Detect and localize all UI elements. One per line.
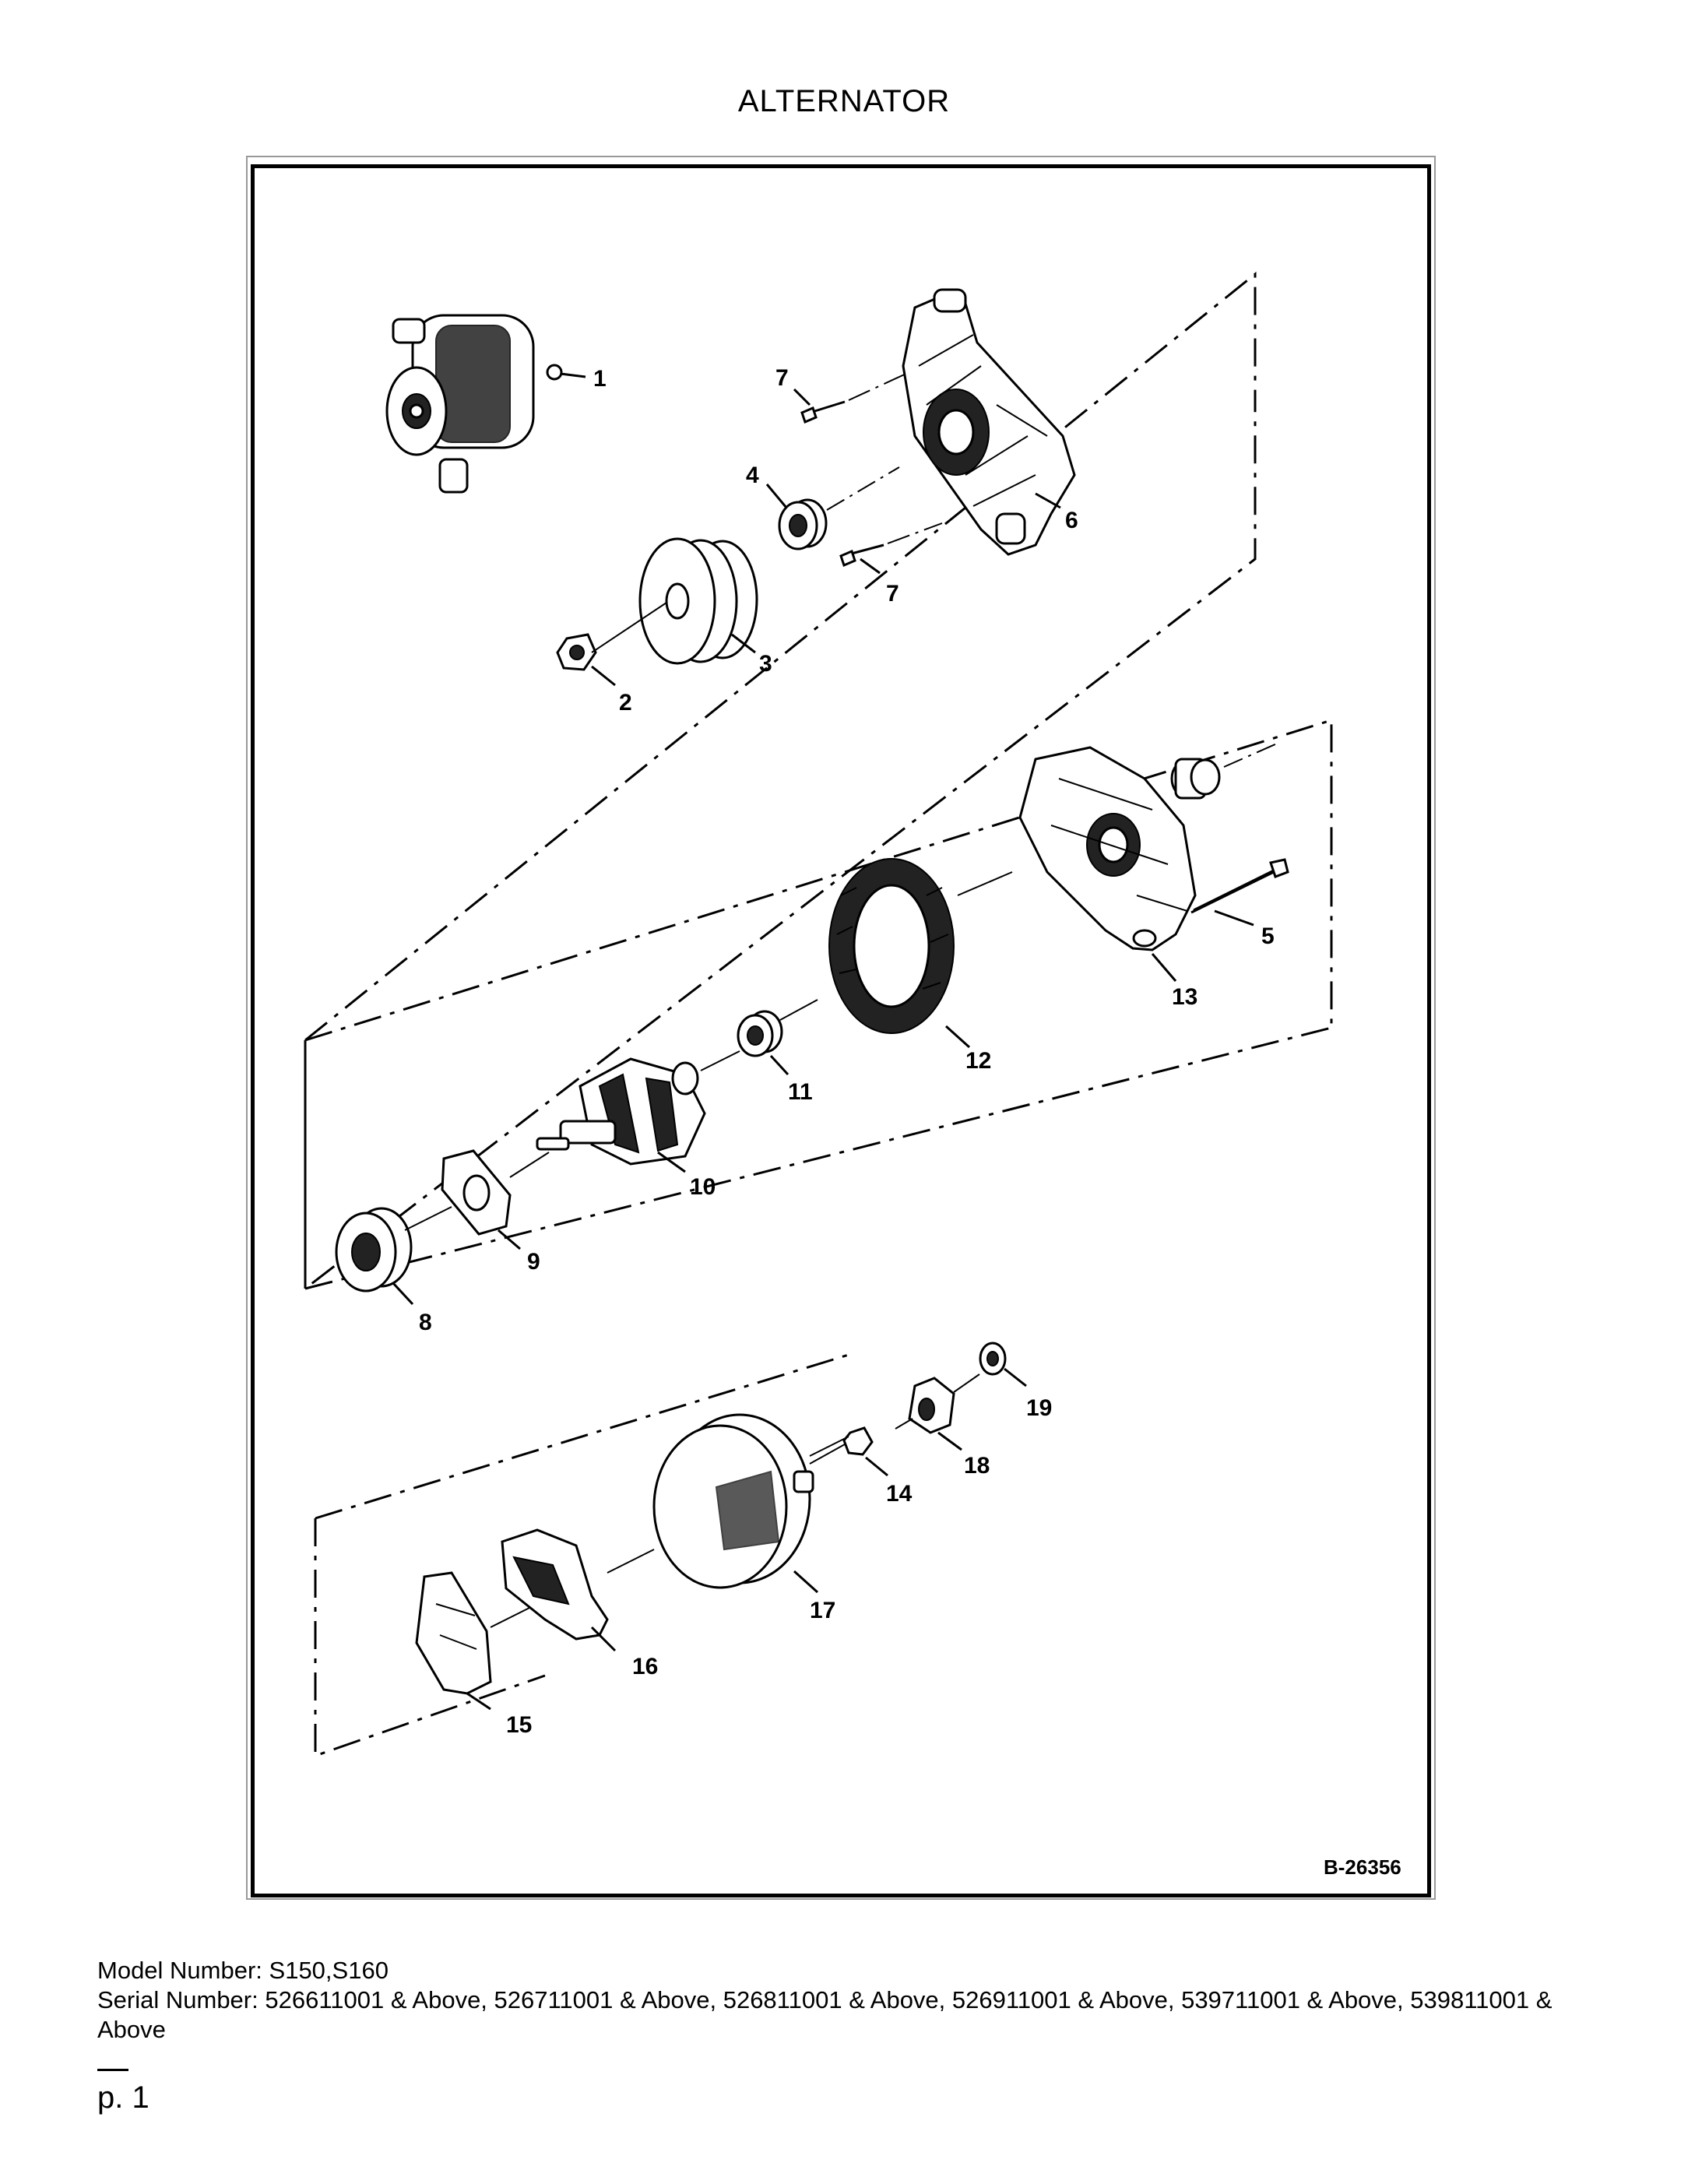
figure-frame-outer — [246, 156, 1436, 1900]
callout-2: 2 — [619, 690, 632, 716]
callout-1: 1 — [593, 366, 607, 392]
front-bearing-icon — [765, 484, 828, 550]
regulator-icon — [501, 1528, 617, 1652]
callout-3: 3 — [759, 651, 772, 677]
callout-13: 13 — [1172, 984, 1197, 1010]
serial-number: Serial Number: 526611001 & Above, 526711… — [97, 1986, 1553, 2043]
group-outline-middle — [304, 718, 1333, 1290]
figure-frame — [251, 164, 1431, 1897]
rotor-icon — [536, 1057, 706, 1173]
washer-icon — [979, 1342, 1027, 1387]
rear-bearing-icon — [335, 1207, 414, 1306]
callout-18: 18 — [964, 1453, 990, 1479]
page-title: ALTERNATOR — [737, 84, 951, 118]
callout-8: 8 — [419, 1310, 432, 1335]
through-bolt-icon — [1190, 858, 1289, 927]
callout-12: 12 — [965, 1048, 991, 1074]
callout-17: 17 — [810, 1598, 835, 1623]
callout-16: 16 — [632, 1654, 658, 1679]
pulley-nut-icon — [556, 633, 616, 687]
terminal-cap-icon — [908, 1377, 962, 1451]
alternator-assembly-icon — [385, 314, 586, 494]
rear-cover-icon — [652, 1413, 819, 1594]
pulley-icon — [638, 537, 758, 665]
bearing-retainer-icon — [441, 1149, 521, 1250]
callout-19: 19 — [1026, 1395, 1052, 1421]
callout-15: 15 — [506, 1712, 532, 1738]
callout-7-lower: 7 — [886, 581, 899, 607]
page-number-rule — [97, 2069, 128, 2071]
callout-9: 9 — [527, 1249, 540, 1275]
callout-11: 11 — [788, 1079, 813, 1105]
rotor-bearing-icon — [737, 1010, 789, 1076]
figure-code: B-26356 — [1324, 1855, 1401, 1879]
callout-7-upper: 7 — [775, 365, 789, 391]
callout-5: 5 — [1261, 923, 1275, 949]
stator-icon — [828, 858, 971, 1049]
model-serial-info: Model Number: S150,S160 Serial Number: 5… — [97, 1956, 1623, 2045]
group-outline-bottom — [314, 1353, 849, 1758]
callout-10: 10 — [690, 1174, 716, 1200]
housing-bushing-icon — [1170, 758, 1221, 800]
rear-housing-icon — [1018, 746, 1197, 982]
model-number: Model Number: S150,S160 — [97, 1957, 389, 1984]
front-housing-icon — [902, 288, 1076, 556]
terminal-nut-icon — [842, 1426, 888, 1477]
callout-14: 14 — [886, 1481, 913, 1507]
callout-4: 4 — [746, 462, 759, 488]
housing-bolt-lower-icon — [839, 543, 884, 575]
page-number: p. 1 — [97, 2080, 149, 2115]
callout-6: 6 — [1065, 508, 1078, 533]
housing-bolt-upper-icon — [793, 388, 846, 424]
brush-plate-icon — [415, 1571, 492, 1711]
